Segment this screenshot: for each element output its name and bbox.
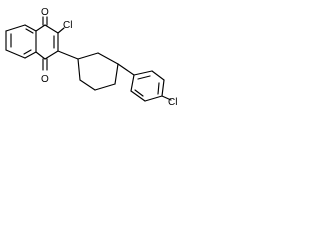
cyclohexane-ring — [57, 50, 119, 91]
atom-label-oxygen-bottom: O — [41, 74, 49, 85]
bond-phenyl-chlorine — [161, 95, 172, 101]
carbonyl-top — [42, 16, 48, 26]
quinone-ring — [35, 24, 59, 60]
bond-quinone-chlorine — [57, 27, 65, 34]
atom-label-chlorine-phenyl: Cl — [168, 97, 177, 108]
molecule-structure: O O Cl Cl — [5, 7, 177, 108]
carbonyl-bottom — [42, 58, 48, 71]
atom-label-oxygen-top: O — [41, 7, 49, 18]
phenyl-ring — [117, 63, 165, 102]
benzo-ring — [5, 24, 37, 59]
atom-label-chlorine-quinone: Cl — [63, 20, 72, 31]
